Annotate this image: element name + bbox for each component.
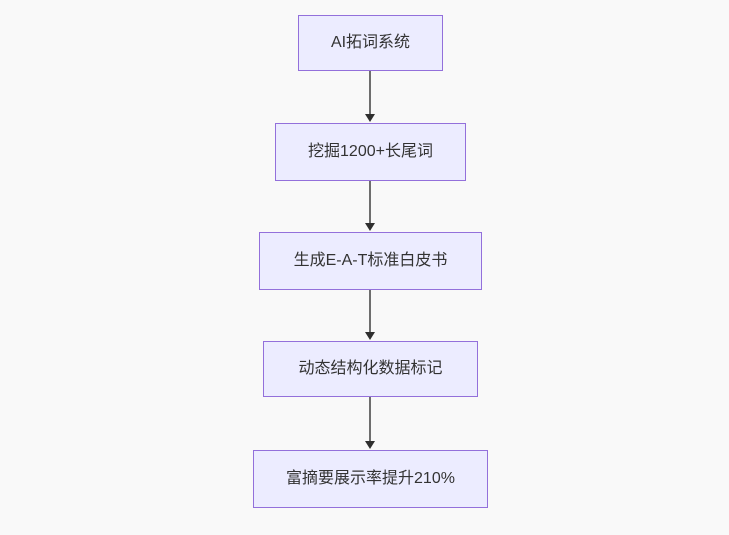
flowchart-node-ai-word-system: AI拓词系统 bbox=[298, 15, 443, 71]
flowchart-node-rich-snippet-rate: 富摘要展示率提升210% bbox=[253, 450, 488, 508]
node-label: 富摘要展示率提升210% bbox=[286, 470, 455, 488]
flow-arrow-down-3 bbox=[364, 290, 376, 340]
flowchart-node-structured-data: 动态结构化数据标记 bbox=[263, 341, 478, 397]
flowchart-node-longtail-mining: 挖掘1200+长尾词 bbox=[275, 123, 466, 181]
flowchart-node-eat-whitepaper: 生成E-A-T标准白皮书 bbox=[259, 232, 482, 290]
flow-arrow-down-4 bbox=[364, 397, 376, 449]
flow-arrow-down-1 bbox=[364, 71, 376, 122]
arrow-line bbox=[369, 397, 371, 442]
arrow-head-icon bbox=[365, 223, 375, 231]
node-label: 挖掘1200+长尾词 bbox=[308, 143, 433, 161]
arrow-head-icon bbox=[365, 332, 375, 340]
arrow-line bbox=[369, 290, 371, 333]
arrow-head-icon bbox=[365, 441, 375, 449]
flow-arrow-down-2 bbox=[364, 181, 376, 231]
node-label: 动态结构化数据标记 bbox=[298, 360, 443, 378]
arrow-line bbox=[369, 181, 371, 224]
arrow-line bbox=[369, 71, 371, 115]
node-label: AI拓词系统 bbox=[330, 34, 411, 52]
node-label: 生成E-A-T标准白皮书 bbox=[293, 252, 448, 270]
arrow-head-icon bbox=[365, 114, 375, 122]
